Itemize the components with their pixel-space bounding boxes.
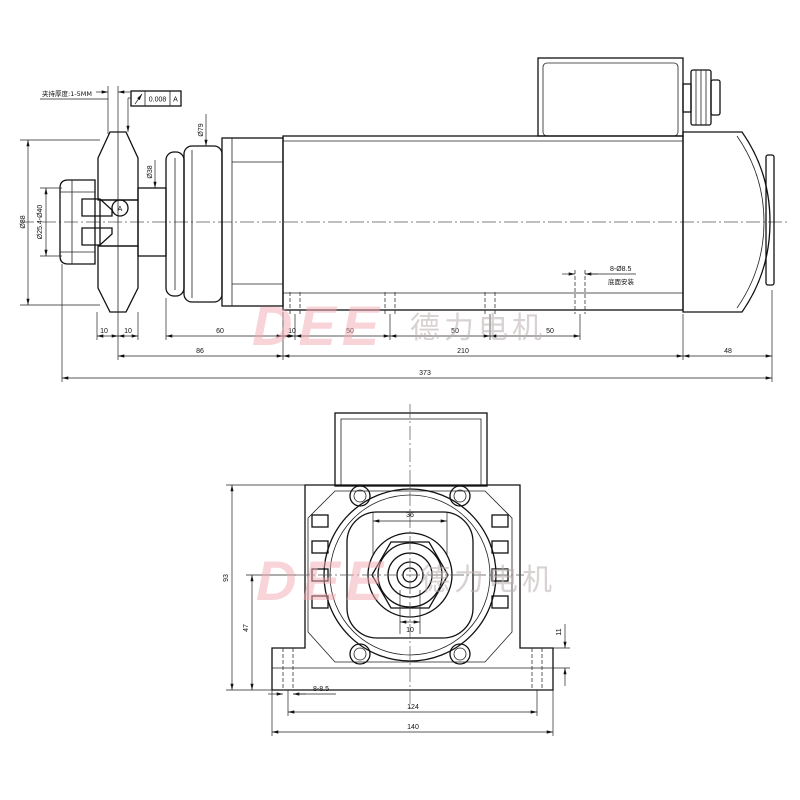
clamp-annotation: 夹持厚度:1-5MM bbox=[40, 86, 130, 134]
mounting-holes: 8-Ø8.5 底面安装 bbox=[289, 266, 636, 314]
dim-label-overall: 373 bbox=[419, 370, 431, 377]
bolt-head bbox=[453, 647, 467, 661]
datum-marker-label: A bbox=[118, 206, 123, 213]
base-holes bbox=[282, 648, 543, 690]
bolt-hole bbox=[349, 485, 371, 507]
end-cap-inner-curve bbox=[736, 135, 765, 309]
cable-gland bbox=[682, 69, 721, 126]
cooling-slot bbox=[311, 514, 329, 528]
end-cap bbox=[682, 131, 775, 313]
tolerance-datum: A bbox=[173, 97, 178, 104]
gland-cap bbox=[710, 79, 721, 116]
collet-section-upper bbox=[81, 198, 113, 217]
tolerance-value: 0.008 bbox=[149, 97, 167, 104]
mount-holes-label: 8-Ø8.5 bbox=[610, 266, 632, 273]
label-d88: Ø88 bbox=[20, 215, 27, 228]
bolt-head bbox=[353, 647, 367, 661]
front-chamfer-outline bbox=[307, 490, 513, 663]
label-11: 11 bbox=[556, 628, 563, 635]
collet-nut bbox=[59, 179, 113, 265]
label-140: 140 bbox=[407, 724, 419, 731]
front-junction-box-inner bbox=[340, 418, 482, 486]
dim-label: 60 bbox=[216, 328, 224, 335]
cooling-slot bbox=[491, 514, 509, 528]
bolt-head bbox=[453, 489, 467, 503]
cutting-wheel: A bbox=[97, 131, 139, 313]
front-view: 36 10 93 47 11 8-8.5 bbox=[223, 404, 570, 736]
front-dimensions: 36 10 93 47 11 8-8.5 bbox=[223, 484, 570, 736]
dim-label: 86 bbox=[196, 348, 204, 355]
runout-icon-arrow bbox=[134, 93, 143, 105]
clamp-note: 夹持厚度:1-5MM bbox=[42, 89, 92, 98]
bolt-hole bbox=[449, 643, 471, 665]
dim-label: 10 bbox=[288, 328, 296, 335]
label-36: 36 bbox=[406, 512, 414, 519]
label-d79: Ø79 bbox=[198, 123, 205, 136]
front-junction-box bbox=[334, 412, 488, 487]
diameter-dimensions: Ø88 Ø25.4-Ø40 Ø38 Ø79 bbox=[20, 114, 208, 306]
watermark-logo-bottom: DEE bbox=[256, 549, 389, 612]
watermark: DEE 德力电机 DEE 德力电机 bbox=[252, 294, 556, 612]
side-view: A Ø88 Ø25.4-Ø40 Ø38 Ø79 bbox=[20, 57, 790, 382]
mount-method-label: 底面安装 bbox=[608, 277, 635, 286]
dim-label: 10 bbox=[124, 328, 132, 335]
dim-label: 210 bbox=[457, 348, 469, 355]
cooling-slots bbox=[311, 514, 509, 609]
bolt-hole bbox=[349, 643, 371, 665]
label-124: 124 bbox=[407, 704, 419, 711]
label-47: 47 bbox=[243, 624, 250, 632]
end-cap-outline bbox=[682, 131, 771, 313]
label-93: 93 bbox=[223, 574, 230, 582]
watermark-brand-top: 德力电机 bbox=[410, 311, 546, 346]
label-holes: 8-8.5 bbox=[313, 686, 329, 693]
dim-label: 10 bbox=[100, 328, 108, 335]
length-dimensions: 10 10 60 10 50 50 50 86 210 48 373 bbox=[61, 264, 773, 382]
dim-label: 50 bbox=[346, 328, 354, 335]
label-collet: Ø25.4-Ø40 bbox=[37, 205, 44, 240]
dim-label: 50 bbox=[546, 328, 554, 335]
end-cap-fan-cover bbox=[765, 154, 775, 286]
dim-label: 48 bbox=[724, 348, 732, 355]
flange-bolts bbox=[349, 485, 471, 665]
label-d38: Ø38 bbox=[147, 165, 154, 178]
tolerance-frame-box bbox=[130, 90, 182, 107]
watermark-logo-top: DEE bbox=[252, 294, 385, 357]
runout-icon bbox=[134, 93, 143, 105]
bolt-hole bbox=[449, 485, 471, 507]
tolerance-frame: 0.008 A bbox=[126, 90, 182, 132]
bolt-head bbox=[353, 489, 367, 503]
datum-marker-circle bbox=[111, 199, 129, 217]
dim-label: 50 bbox=[451, 328, 459, 335]
label-10: 10 bbox=[406, 627, 414, 634]
collet-section-lower bbox=[81, 227, 113, 246]
watermark-brand-bottom: 德力电机 bbox=[420, 563, 556, 598]
